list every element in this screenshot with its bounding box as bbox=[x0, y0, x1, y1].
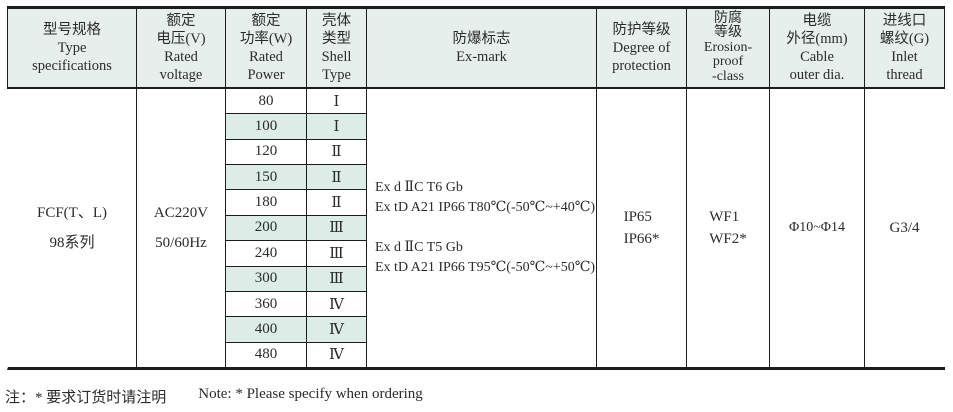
text-line: IP66* bbox=[623, 231, 660, 247]
text-line: 螺纹(G) bbox=[879, 31, 930, 47]
shell-type-cell: Ⅱ bbox=[307, 140, 366, 166]
text-line: Rated bbox=[249, 49, 283, 65]
text-line: 防爆标志 bbox=[452, 31, 511, 47]
text-line: -class bbox=[712, 68, 744, 84]
text-line: 额定 bbox=[166, 13, 196, 29]
text-line: FCF(T、L) bbox=[36, 205, 107, 221]
shell-type-cell: Ⅳ bbox=[307, 292, 366, 318]
text-line: 50/60Hz bbox=[155, 235, 207, 251]
text-line: AC220V bbox=[153, 205, 209, 221]
shell-type-cell: Ⅲ bbox=[307, 266, 366, 292]
shell-type-cell: Ⅰ bbox=[307, 114, 366, 140]
header-cell-degree-of-protection: 防护等级 Degree of protection bbox=[597, 9, 687, 87]
header-cell-cable-outer-dia: 电缆外径(mm) Cable outer dia. bbox=[770, 9, 865, 87]
text-line: 等级 bbox=[714, 25, 742, 41]
inlet-cell: G3/4 bbox=[865, 89, 945, 367]
text-line: Power bbox=[247, 67, 285, 83]
power-cell: 180 bbox=[226, 190, 306, 216]
shell-type-cell: Ⅰ bbox=[307, 89, 366, 115]
text-line: 防护等级 bbox=[612, 22, 671, 38]
inlet-thread-text: G3/4 bbox=[889, 219, 920, 236]
text-line: 额定 bbox=[251, 13, 281, 29]
shell-type-cell: Ⅱ bbox=[307, 190, 366, 216]
shell-type-cell: Ⅳ bbox=[329, 347, 344, 364]
header-cell-inlet-thread: 进线口螺纹(G) Inlet thread bbox=[865, 9, 945, 87]
text-line: Ex tD A21 IP66 T95℃(-50℃~+50℃) bbox=[375, 260, 596, 275]
text-line: Ex tD A21 IP66 T80℃(-50℃~+40℃) bbox=[375, 200, 596, 215]
text-line: voltage bbox=[159, 67, 203, 83]
text-line: Ex d ⅡC T5 Gb bbox=[375, 240, 463, 255]
header-cell-rated-voltage: 额定电压(V) Rated voltage bbox=[137, 9, 226, 87]
note-english: Note: * Please specify when ordering bbox=[198, 386, 423, 402]
text-line: outer dia. bbox=[789, 67, 845, 83]
text-line: WF2* bbox=[709, 231, 747, 247]
text-line: Type bbox=[57, 40, 87, 56]
model-text: FCF(T、L) 98系列 bbox=[37, 198, 107, 258]
note-chinese: 注：* 要求订货时请注明 bbox=[5, 390, 167, 406]
ex-mark-group-t5: Ex d ⅡC T5 Gb Ex tD A21 IP66 T95℃(-50℃~+5… bbox=[375, 238, 595, 278]
text-line: 防腐 bbox=[714, 10, 742, 26]
text-line: 类型 bbox=[322, 31, 351, 47]
ex-mark-cell: Ex d ⅡC T6 Gb Ex tD A21 IP66 T80℃(-50℃~+4… bbox=[367, 89, 597, 367]
text-line: Ex-mark bbox=[456, 49, 507, 65]
header-cell-type-specifications: 型号规格 Type specifications bbox=[8, 9, 137, 87]
table-header-row: 型号规格 Type specifications 额定电压(V) Rated volta… bbox=[7, 6, 945, 89]
text-line: 外径(mm) bbox=[786, 31, 848, 47]
text-line: proof bbox=[712, 54, 744, 70]
power-cell: 80 bbox=[226, 89, 306, 115]
power-cell: 120 bbox=[226, 140, 306, 166]
text-line: Ex d ⅡC T6 Gb bbox=[375, 180, 463, 195]
header-cell-ex-mark: 防爆标志 Ex-mark bbox=[367, 9, 597, 87]
cable-range-text: Φ10~Φ14 bbox=[788, 220, 846, 235]
text-line: Cable bbox=[800, 49, 834, 65]
voltage-cell: AC220V 50/60Hz bbox=[137, 89, 226, 367]
model-cell: FCF(T、L) 98系列 bbox=[8, 89, 137, 367]
power-cell: 300 bbox=[226, 266, 306, 292]
text-line: 98系列 bbox=[49, 235, 95, 251]
power-cell: 100 bbox=[226, 114, 306, 140]
text-line: Degree of bbox=[612, 40, 671, 56]
power-cell: 480 bbox=[254, 346, 278, 363]
shell-type-cell: Ⅳ bbox=[307, 317, 366, 343]
text-line: specifications bbox=[32, 58, 112, 74]
shell-type-cell: Ⅲ bbox=[307, 215, 366, 242]
text-line: Inlet bbox=[891, 49, 918, 65]
shell-type-cell: Ⅱ bbox=[307, 165, 366, 191]
text-line: 电缆 bbox=[802, 13, 832, 29]
voltage-text: AC220V 50/60Hz bbox=[154, 198, 208, 258]
text-line: WF1 bbox=[709, 209, 740, 225]
power-cell: 360 bbox=[226, 292, 306, 318]
text-line: 进线口 bbox=[882, 13, 927, 29]
text-line: Shell bbox=[321, 49, 352, 65]
text-line: Erosion- bbox=[703, 39, 753, 55]
text-line: IP65 bbox=[623, 209, 652, 225]
footer-note: 注：* 要求订货时请注明 Note: * Please specify when… bbox=[5, 386, 423, 407]
text-line: thread bbox=[886, 67, 923, 83]
text-line: Type bbox=[322, 67, 351, 83]
shell-type-cell: Ⅲ bbox=[307, 241, 366, 267]
text-line: 功率(W) bbox=[239, 31, 293, 47]
cable-cell: Φ10~Φ14 bbox=[770, 89, 865, 367]
text-line: protection bbox=[612, 58, 671, 74]
power-cell: 150 bbox=[226, 165, 306, 191]
text-line: 电压(V) bbox=[156, 31, 206, 47]
power-cell: 400 bbox=[226, 317, 306, 343]
text-line: Rated bbox=[164, 49, 198, 65]
power-cell: 240 bbox=[226, 241, 306, 267]
ex-mark-group-t6: Ex d ⅡC T6 Gb Ex tD A21 IP66 T80℃(-50℃~+4… bbox=[375, 178, 595, 218]
power-cell: 200 bbox=[226, 215, 306, 242]
text-line: 型号规格 bbox=[43, 22, 101, 38]
spec-table: 型号规格 Type specifications 额定电压(V) Rated volta… bbox=[7, 6, 945, 370]
text-line: 壳体 bbox=[322, 13, 351, 29]
